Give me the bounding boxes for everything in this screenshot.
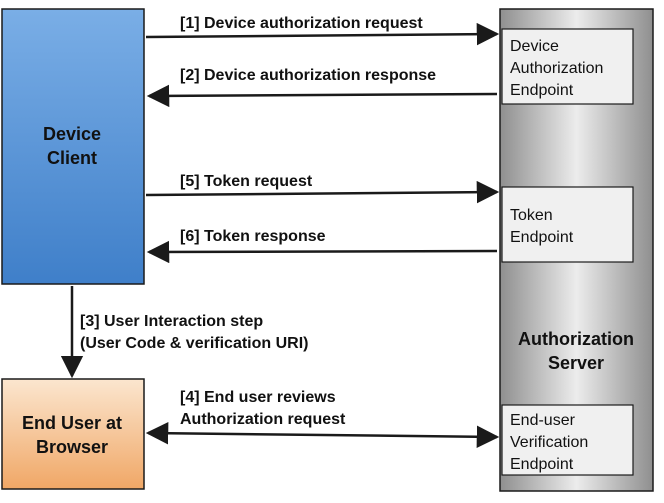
end-user-label-line2: Browser xyxy=(36,437,108,457)
device-client-label-line1: Device xyxy=(43,124,101,144)
step-5-label: [5] Token request xyxy=(180,173,313,190)
verification-endpoint-line3: Endpoint xyxy=(510,456,574,473)
device-client-box: Device Client xyxy=(1,8,145,285)
device-authorization-endpoint-line1: Device xyxy=(510,38,559,55)
step-1-label: [1] Device authorization request xyxy=(180,15,423,32)
device-authorization-endpoint: Device Authorization Endpoint xyxy=(501,28,634,105)
step-2-label: [2] Device authorization response xyxy=(180,67,436,84)
end-user-label-line1: End User at xyxy=(22,413,122,433)
arrow-step-4 xyxy=(145,421,500,449)
device-authorization-endpoint-line3: Endpoint xyxy=(510,82,574,99)
arrow-step-1 xyxy=(145,22,500,46)
token-endpoint-line2: Endpoint xyxy=(510,229,574,246)
verification-endpoint-line2: Verification xyxy=(510,434,588,451)
arrow-step-6 xyxy=(146,240,498,264)
step-6-label: [6] Token response xyxy=(180,228,326,245)
end-user-browser-box: End User at Browser xyxy=(1,378,145,490)
verification-endpoint: End-user Verification Endpoint xyxy=(501,404,634,476)
step-4-label-line2: Authorization request xyxy=(180,411,346,428)
arrow-step-5 xyxy=(145,180,500,204)
step-4-label-line1: [4] End user reviews xyxy=(180,389,336,406)
token-endpoint: Token Endpoint xyxy=(501,186,634,263)
device-client-label-line2: Client xyxy=(47,148,97,168)
arrow-step-2 xyxy=(146,84,498,108)
step-3-label-line1: [3] User Interaction step xyxy=(80,313,263,330)
step-3-label-line2: (User Code & verification URI) xyxy=(80,335,308,352)
device-authorization-endpoint-line2: Authorization xyxy=(510,60,603,77)
verification-endpoint-line1: End-user xyxy=(510,412,576,429)
authorization-server-label-line1: Authorization xyxy=(518,329,634,349)
token-endpoint-line1: Token xyxy=(510,207,553,224)
authorization-server-label-line2: Server xyxy=(548,353,604,373)
